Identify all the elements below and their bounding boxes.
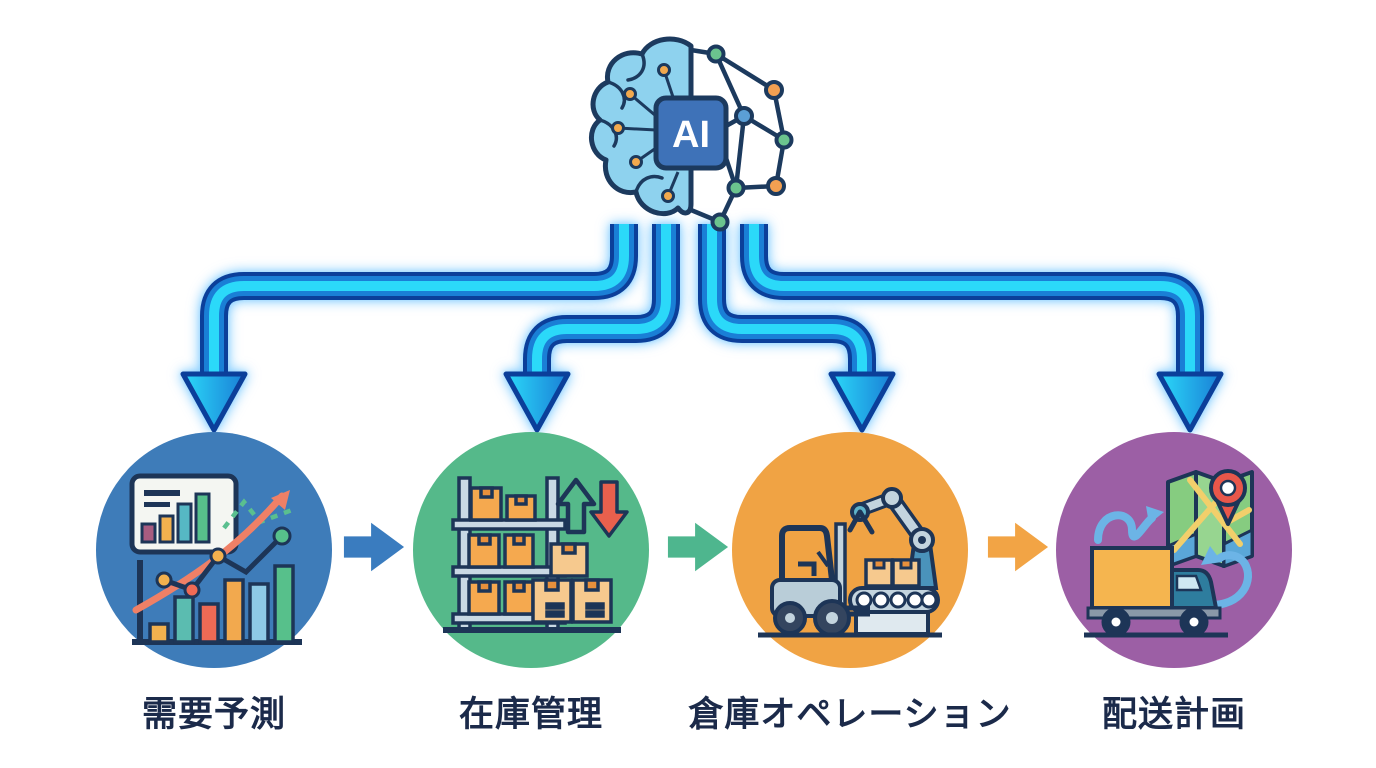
right-arrow-icon (667, 522, 729, 572)
label-delivery-planning: 配送計画 (1101, 695, 1246, 734)
arrowhead-icon (1156, 371, 1224, 433)
branch-arrow-to-delivery (740, 224, 1224, 433)
big-bars (148, 564, 295, 644)
demand-forecast-chart-icon (96, 432, 332, 668)
truck-route-map-icon (1056, 432, 1292, 668)
right-arrow-icon (343, 522, 405, 572)
ai-brain-chip-icon: AI (589, 36, 794, 232)
stage-demand-forecast (96, 432, 332, 668)
stage-inventory-management (413, 432, 649, 668)
forklift-conveyor-robot-icon (732, 432, 968, 668)
ai-chip-label: AI (672, 114, 710, 156)
connector-arrow-3 (987, 522, 1049, 572)
label-inventory-management: 在庫管理 (458, 695, 603, 734)
inventory-shelf-boxes-icon (413, 432, 649, 668)
label-warehouse-operations: 倉庫オペレーション (688, 695, 1012, 734)
outbound-down-arrow-icon (589, 480, 629, 538)
shelf-boxes (467, 486, 537, 616)
connector-arrow-1 (343, 522, 405, 572)
arrowhead-icon (828, 371, 896, 433)
arrowhead-icon (180, 371, 248, 433)
branch-arrow-to-demand-forecast (180, 224, 638, 433)
ai-hub: AI (578, 28, 804, 234)
delivery-truck (1086, 546, 1222, 637)
dashed-forecast-line (222, 498, 293, 530)
inbound-up-arrow-icon (555, 477, 597, 535)
branch-arrow-to-warehouse (698, 224, 896, 433)
branch-arrow-to-inventory (503, 224, 680, 433)
connector-arrow-2 (667, 522, 729, 572)
arrowhead-icon (503, 371, 571, 433)
network-nodes (706, 44, 794, 232)
forklift (770, 522, 870, 637)
route-arrows (1094, 506, 1252, 609)
label-demand-forecast: 需要予測 (141, 695, 286, 734)
stage-delivery-planning (1056, 432, 1292, 668)
circuit-node-dots (611, 63, 675, 203)
location-pin-icon (1209, 469, 1247, 526)
stage-warehouse-operations (732, 432, 968, 668)
stacked-boxes (531, 542, 613, 624)
mini-bars (140, 492, 211, 544)
line-dots (155, 526, 292, 599)
ai-chip (653, 95, 729, 171)
right-arrow-icon (987, 522, 1049, 572)
